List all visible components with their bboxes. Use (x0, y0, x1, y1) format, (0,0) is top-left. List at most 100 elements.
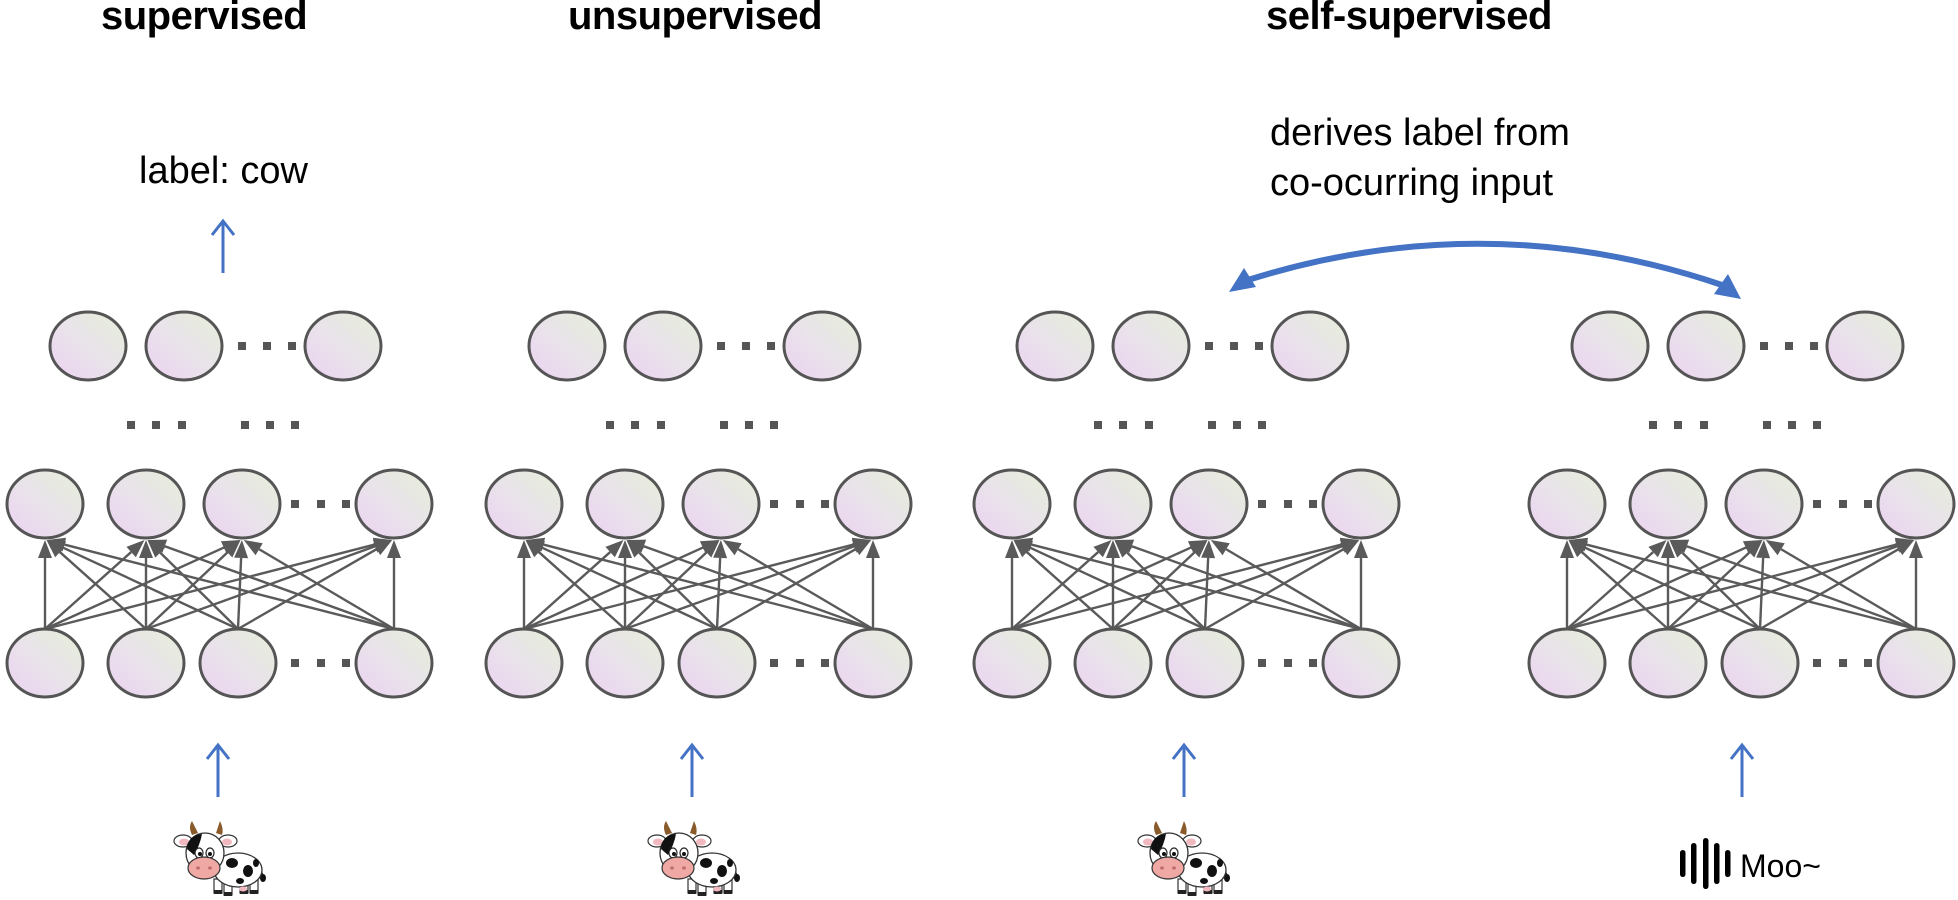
output-node (1270, 310, 1350, 382)
ellipsis-dot (1258, 659, 1266, 667)
arrowhead (722, 540, 742, 556)
ellipsis-dot (1810, 342, 1818, 350)
input-node (1628, 627, 1708, 699)
ellipsis-dot (1839, 500, 1847, 508)
hidden-node (1169, 468, 1249, 540)
connection-edge (624, 545, 855, 631)
ellipsis-dot (238, 342, 246, 350)
heading-unsupervised: unsupervised (568, 0, 823, 38)
connection-edge (1586, 543, 1917, 631)
input-node (677, 627, 757, 699)
ellipsis-dot (1284, 659, 1292, 667)
connection-edge (1131, 545, 1362, 631)
connection-edge (1225, 548, 1362, 631)
hidden-node (106, 468, 186, 540)
hidden-node (1628, 468, 1708, 540)
sound-wave-icon (1680, 838, 1731, 889)
connections (517, 537, 880, 631)
layer-ellipsis-dot (1119, 421, 1127, 429)
ellipsis-dot (1813, 500, 1821, 508)
layer-ellipsis-dot (631, 421, 639, 429)
ellipsis-dot (742, 342, 750, 350)
ellipsis-dot (1205, 342, 1213, 350)
connection-edge (1126, 551, 1206, 630)
arrowhead (1895, 540, 1915, 556)
output-node (1825, 310, 1905, 382)
arrowhead (243, 540, 263, 556)
layer-ellipsis-dot (1094, 421, 1102, 429)
connection-edge (1031, 543, 1362, 631)
ellipsis-dot (770, 659, 778, 667)
connection-edge (1026, 551, 1114, 630)
connection-edge (543, 543, 874, 631)
layer-ellipsis-dot (1788, 421, 1796, 429)
input-node (5, 627, 85, 699)
connection-edge (1112, 545, 1343, 631)
arrowhead (866, 540, 880, 558)
arrowhead (525, 537, 546, 552)
connection-edge (643, 545, 874, 631)
connection-edge (1011, 546, 1192, 631)
layer-ellipsis-dot (606, 421, 614, 429)
hidden-node (354, 468, 434, 540)
layer-ellipsis-dot (1649, 421, 1657, 429)
ellipsis-dot (1785, 342, 1793, 350)
ellipsis-dot (1864, 500, 1872, 508)
input-node (972, 627, 1052, 699)
layer-ellipsis-dot (1208, 421, 1216, 429)
arrowhead (852, 540, 872, 556)
ellipsis-dot (1309, 500, 1317, 508)
layer-ellipsis-dot (266, 421, 274, 429)
input-arrow (1171, 742, 1197, 797)
connection-edge (638, 551, 718, 630)
ellipsis-dot (767, 342, 775, 350)
network-panel-2 (484, 310, 913, 699)
ellipsis-dot (342, 500, 350, 508)
cow-icon (173, 821, 266, 896)
network-panel-4 (1527, 310, 1956, 699)
ellipsis-dot (1284, 500, 1292, 508)
output-node (303, 310, 383, 382)
connections (1560, 537, 1923, 631)
network-panel-3 (972, 310, 1401, 699)
network-panel-1 (5, 310, 434, 699)
arrowhead (1093, 540, 1112, 558)
arrowhead (387, 540, 401, 558)
connection-edge (715, 557, 722, 630)
connection-edge (716, 548, 857, 631)
arrowhead (126, 540, 145, 558)
hidden-node (833, 468, 913, 540)
arrowhead (1756, 540, 1771, 559)
connection-edge (1758, 557, 1765, 630)
ellipsis-dot (342, 659, 350, 667)
hidden-node (972, 468, 1052, 540)
connection-edge (1203, 557, 1210, 630)
arrowhead (1354, 540, 1368, 558)
layer-ellipsis-dot (720, 421, 728, 429)
layer-ellipsis-dot (1813, 421, 1821, 429)
ellipsis-dot (291, 659, 299, 667)
layer-ellipsis-dot (291, 421, 299, 429)
layer-ellipsis-dot (745, 421, 753, 429)
output-node (623, 310, 703, 382)
arrowhead (618, 540, 632, 558)
input-arrow (679, 742, 705, 797)
hidden-node (1073, 468, 1153, 540)
hidden-node (1527, 468, 1607, 540)
connection-edge (1566, 543, 1897, 631)
connection-edge (44, 543, 375, 631)
ellipsis-dot (1255, 342, 1263, 350)
arrowhead (517, 540, 531, 558)
ellipsis-dot (288, 342, 296, 350)
input-node (1165, 627, 1245, 699)
output-arrow (210, 218, 236, 273)
input-node (1720, 627, 1800, 699)
connection-edge (237, 548, 378, 631)
connection-edge (159, 551, 239, 630)
connection-edge (236, 557, 243, 630)
arrowhead (1568, 537, 1589, 552)
connection-edge (1566, 546, 1747, 631)
output-node (1666, 310, 1746, 382)
connection-edge (1011, 551, 1099, 630)
arrowhead (147, 540, 166, 558)
